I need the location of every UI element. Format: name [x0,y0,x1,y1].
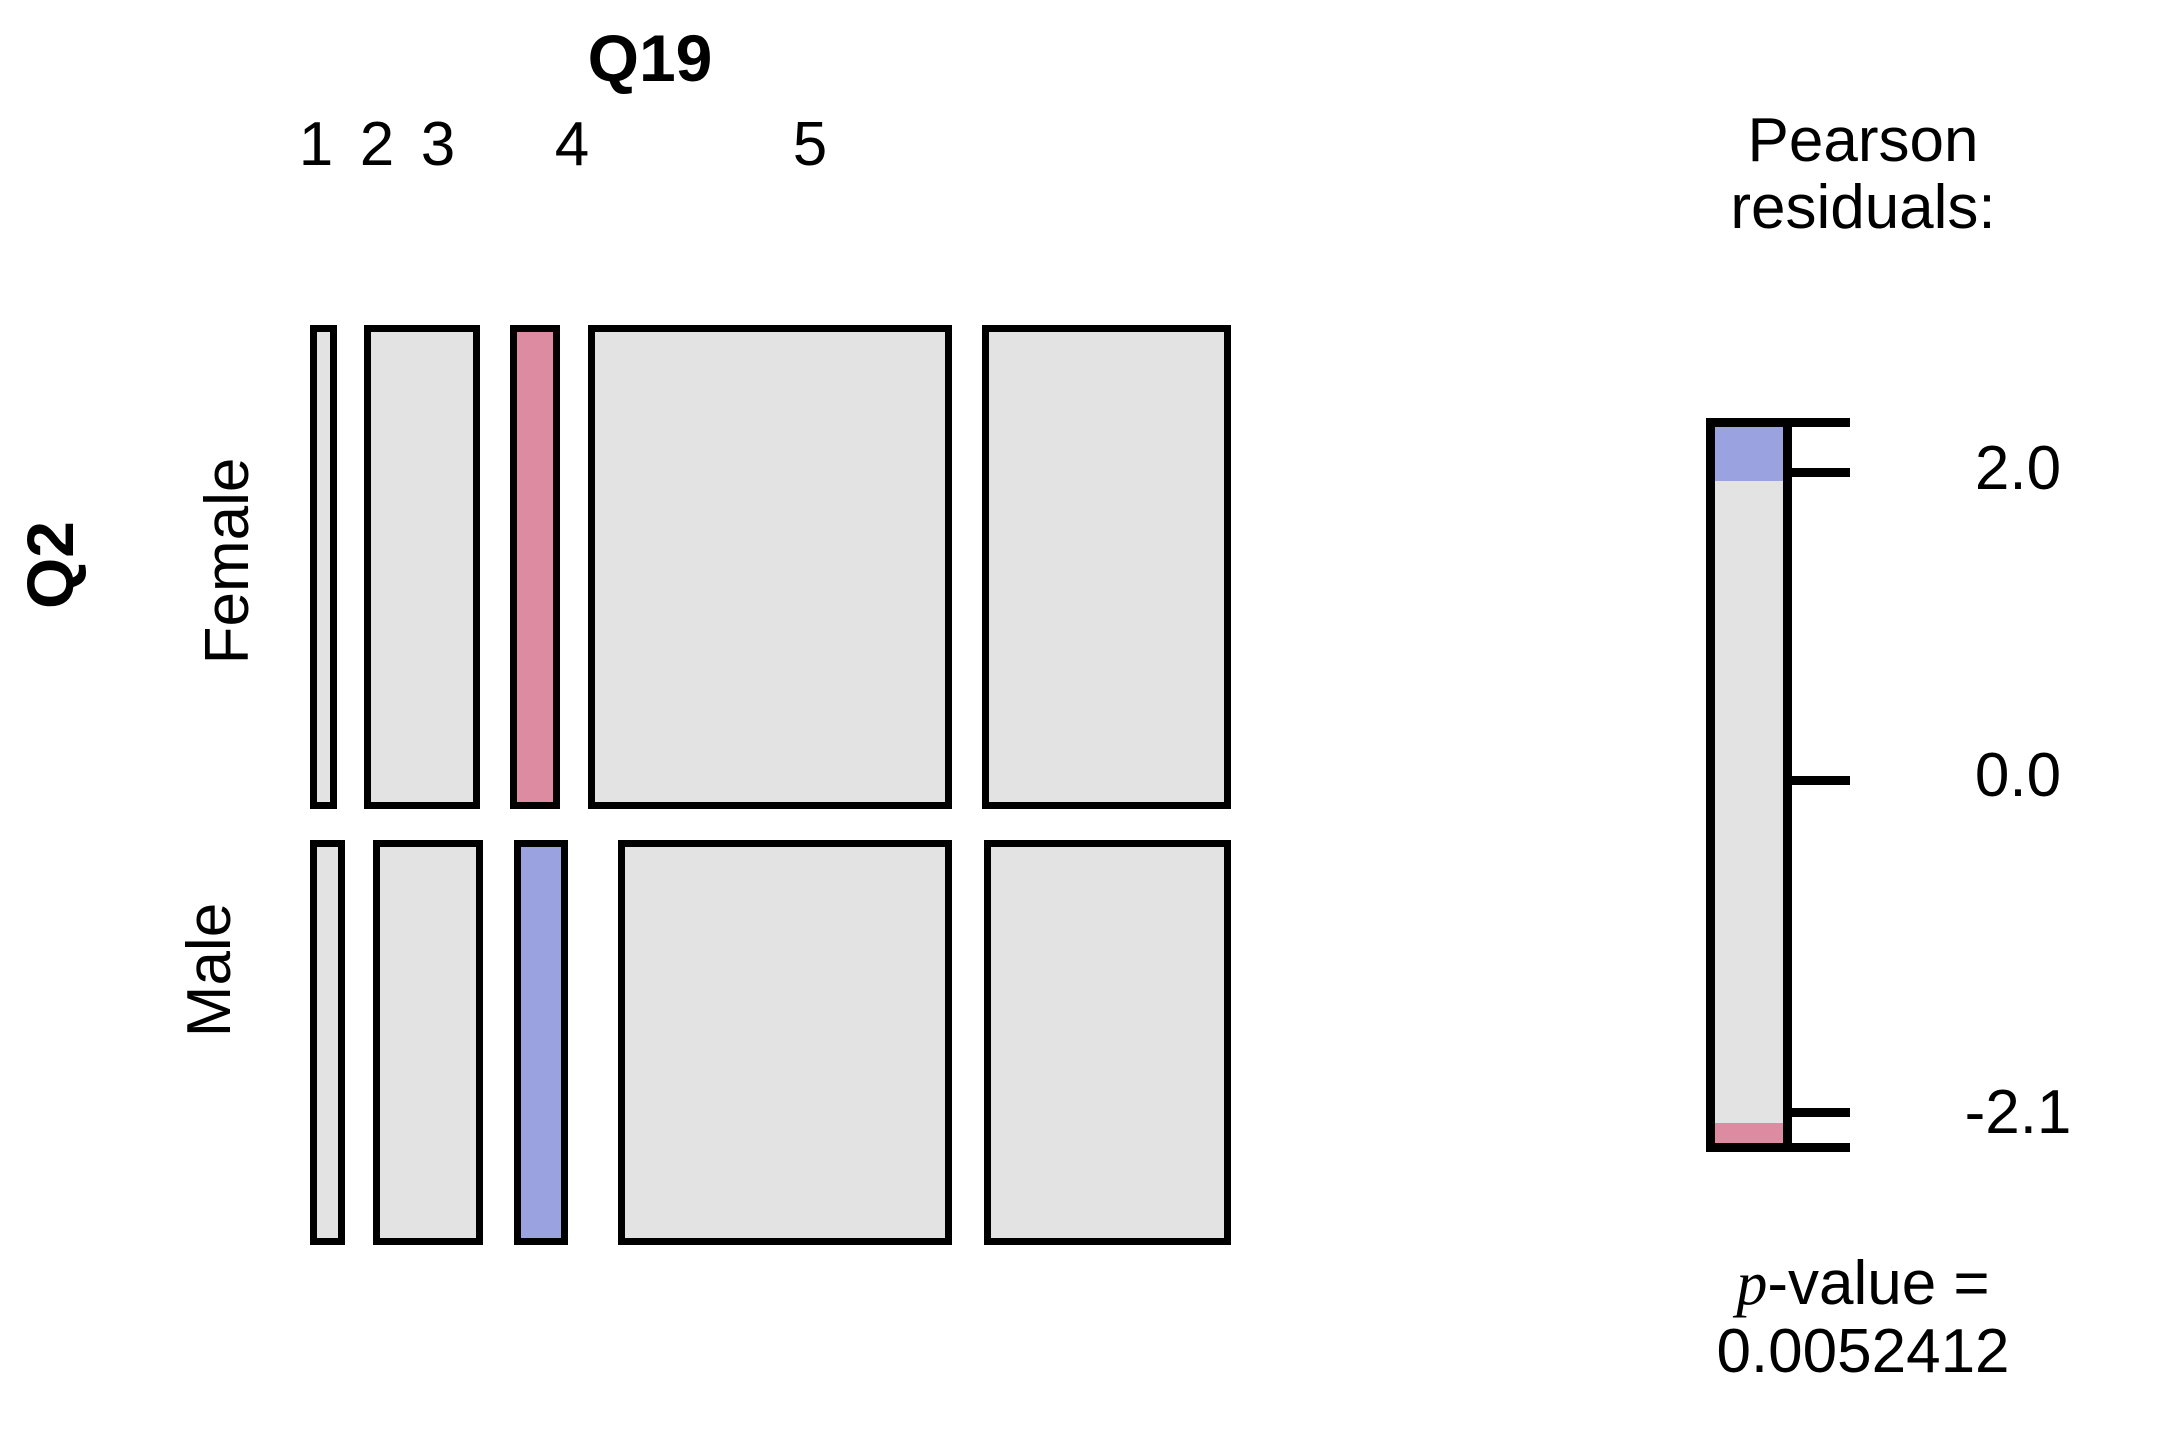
row-variable-title: Q2 [13,520,87,610]
row-label-male: Male [175,902,244,1038]
mosaic-tile-male-2[interactable] [373,840,483,1245]
legend-tick-label-0-0: 0.0 [1974,741,2062,810]
pvalue-label-rest: -value = [1767,1249,1990,1318]
legend-title-line1: Pearson [1747,106,1979,175]
column-label-3: 3 [420,110,456,179]
mosaic-tile-female-1[interactable] [310,325,337,809]
row-label-female: Female [193,457,262,665]
legend-segment-positive-blue [1715,427,1783,481]
legend-title: Pearson residuals: [1560,106,2166,242]
legend-tick-bottom-cap [1786,1143,1850,1152]
column-variable-title: Q19 [587,21,713,95]
mosaic-tile-female-3[interactable] [510,325,560,809]
pvalue-annotation: p-value = 0.0052412 [1560,1249,2166,1387]
legend-tick-2-0 [1786,468,1850,477]
pvalue-label-line: p-value = [1560,1249,2166,1318]
column-label-2: 2 [359,110,395,179]
legend-title-line2: residuals: [1730,172,1996,242]
mosaic-tile-female-4[interactable] [588,325,952,809]
legend-tick-top-cap [1786,418,1850,427]
legend-tick-label-2-0: 2.0 [1974,434,2062,503]
mosaic-tile-male-1[interactable] [310,840,345,1245]
pvalue-value: 0.0052412 [1716,1317,2010,1387]
mosaic-tile-male-5[interactable] [984,840,1231,1245]
mosaic-tile-female-2[interactable] [364,325,480,809]
legend-segment-neutral-gray [1715,481,1783,1123]
legend-segment-negative-pink [1715,1123,1783,1143]
column-label-4: 4 [554,110,590,179]
mosaic-tile-male-3[interactable] [514,840,568,1245]
legend-tick-minus-2-1 [1786,1108,1850,1117]
column-label-1: 1 [298,110,334,179]
legend-tick-label-minus-2-1: -2.1 [1964,1078,2072,1147]
mosaic-tile-male-4[interactable] [618,840,952,1245]
legend-tick-0-0 [1786,776,1850,785]
mosaic-tile-female-5[interactable] [982,325,1231,809]
column-label-5: 5 [792,110,828,179]
pvalue-p-italic: p [1736,1250,1768,1318]
legend-colorbar[interactable] [1706,418,1792,1152]
